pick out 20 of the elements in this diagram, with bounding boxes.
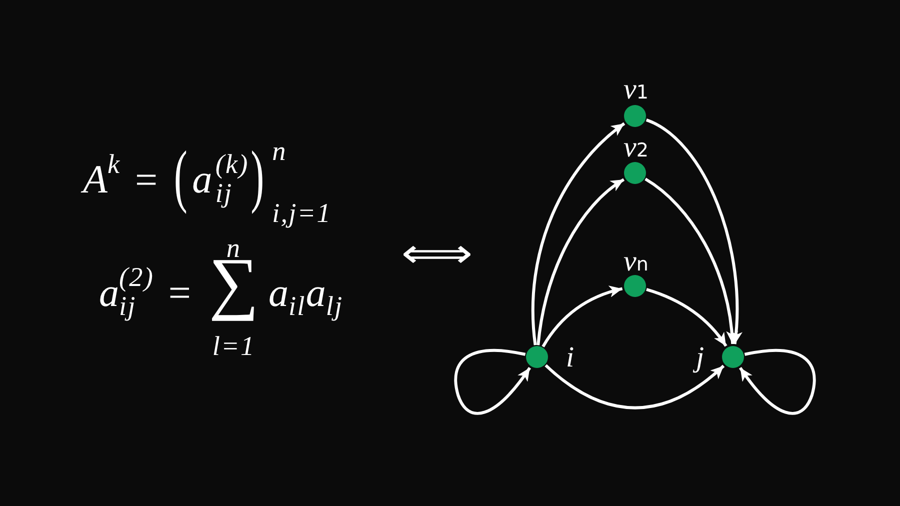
- vertex-label: v1: [624, 76, 648, 104]
- vertex-label: v2: [624, 134, 648, 162]
- vertex-dot: [526, 346, 548, 368]
- vertex-dot: [624, 105, 646, 127]
- vertex-dot: [624, 162, 646, 184]
- arrow: [532, 122, 626, 346]
- equivalence-symbol: ⟺: [401, 234, 473, 274]
- arrow: [536, 178, 625, 346]
- vertex-dot: [722, 346, 744, 368]
- vertex-label: i: [566, 344, 574, 372]
- arrow: [646, 118, 742, 344]
- loop-arrow: [738, 349, 816, 415]
- arrow: [644, 178, 738, 344]
- arrow: [544, 364, 725, 410]
- arrow: [542, 286, 623, 348]
- vertex-label: vn: [624, 248, 648, 276]
- vertex-label: j: [696, 344, 704, 372]
- arrow: [646, 288, 728, 347]
- vertex-dot: [624, 275, 646, 297]
- loop-arrow: [454, 349, 532, 415]
